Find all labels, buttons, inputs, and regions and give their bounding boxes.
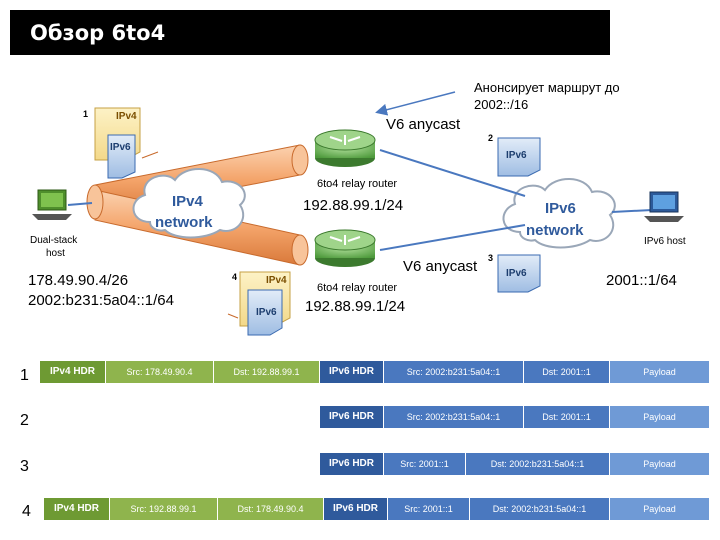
announce-line2: 2002::/16 — [474, 97, 529, 112]
dual-stack-label-2: host — [46, 248, 65, 259]
ipv6-cloud — [502, 178, 616, 249]
row-1-ipv6-hdr: IPv6 HDR — [320, 361, 384, 383]
row-2-ipv6-hdr: IPv6 HDR — [320, 406, 384, 428]
router-top-icon — [314, 129, 376, 167]
packet-3-inner: IPv6 — [506, 268, 527, 279]
router-bottom-anycast: V6 anycast — [403, 258, 478, 275]
row-4-ipv6-dst: Dst: 2002:b231:5a04::1 — [470, 498, 610, 520]
row-3-payload: Payload — [610, 453, 710, 475]
link-dual-stack — [67, 202, 93, 206]
link-bottom-router — [379, 224, 526, 251]
packet-4-icon — [227, 271, 291, 336]
row-1-payload: Payload — [610, 361, 710, 383]
dual-stack-ipv6: 2002:b231:5a04::1/64 — [28, 292, 174, 309]
link-ipv6-host — [611, 209, 653, 213]
packet-4-outer: IPv4 — [266, 275, 287, 286]
ipv6-host-address: 2001::1/64 — [606, 272, 677, 289]
packet-1-icon — [94, 107, 159, 179]
packet-4-inner: IPv6 — [256, 307, 277, 318]
row-3-ipv6-hdr: IPv6 HDR — [320, 453, 384, 475]
row-1-ipv6-src: Src: 2002:b231:5a04::1 — [384, 361, 524, 383]
row-4-number: 4 — [22, 503, 31, 520]
announce-arrow — [375, 91, 456, 116]
row-2-ipv6-dst: Dst: 2001::1 — [524, 406, 610, 428]
row-4-ipv6-hdr: IPv6 HDR — [324, 498, 388, 520]
ipv4-cloud — [132, 168, 246, 239]
router-top-address: 192.88.99.1/24 — [303, 197, 404, 214]
ipv6-cloud-line1: IPv6 — [545, 200, 576, 217]
row-1-ipv4-src: Src: 178.49.90.4 — [106, 361, 214, 383]
packet-4-number: 4 — [232, 272, 238, 282]
row-2-payload: Payload — [610, 406, 710, 428]
row-3-ipv6-dst: Dst: 2002:b231:5a04::1 — [466, 453, 610, 475]
packet-1-outer: IPv4 — [116, 111, 137, 122]
packet-2-inner: IPv6 — [506, 150, 527, 161]
row-4-ipv6-src: Src: 2001::1 — [388, 498, 470, 520]
tunnel-end — [86, 184, 104, 220]
row-3-ipv6-src: Src: 2001::1 — [384, 453, 466, 475]
row-4-ipv4-src: Src: 192.88.99.1 — [110, 498, 218, 520]
router-top-anycast: V6 anycast — [386, 116, 461, 133]
page-title: Обзор 6to4 — [30, 21, 166, 45]
packet-2-icon — [497, 137, 541, 177]
announce-line1: Анонсирует маршрут до — [474, 80, 620, 95]
packet-1-number: 1 — [83, 109, 89, 119]
packet-3-number: 3 — [488, 253, 494, 263]
router-top-label: 6to4 relay router — [317, 178, 398, 190]
row-2-ipv6-src: Src: 2002:b231:5a04::1 — [384, 406, 524, 428]
row-1-ipv6-dst: Dst: 2001::1 — [524, 361, 610, 383]
title-bar: Обзор 6to4 — [10, 10, 610, 55]
row-3-number: 3 — [20, 458, 29, 475]
packet-2-number: 2 — [488, 133, 494, 143]
row-1-ipv4-dst: Dst: 192.88.99.1 — [214, 361, 320, 383]
ipv6-host-icon — [644, 191, 684, 222]
router-bottom-address: 192.88.99.1/24 — [305, 298, 406, 315]
ipv6-cloud-line2: network — [526, 222, 584, 239]
ipv4-cloud-line1: IPv4 — [172, 193, 203, 210]
ipv4-cloud-line2: network — [155, 214, 213, 231]
row-4-ipv4-dst: Dst: 178.49.90.4 — [218, 498, 324, 520]
router-bottom-icon — [314, 229, 376, 267]
ipv6-host-label: IPv6 host — [644, 236, 686, 247]
router-bottom-label: 6to4 relay router — [317, 282, 398, 294]
packet-3-icon — [497, 254, 541, 293]
row-4-ipv4-hdr: IPv4 HDR — [44, 498, 110, 520]
dual-stack-host-icon — [32, 189, 72, 220]
link-top-router — [379, 149, 526, 197]
row-1-ipv4-hdr: IPv4 HDR — [40, 361, 106, 383]
row-1-number: 1 — [20, 367, 29, 384]
row-2-number: 2 — [20, 412, 29, 429]
dual-stack-label-1: Dual-stack — [30, 235, 78, 246]
row-4-payload: Payload — [610, 498, 710, 520]
dual-stack-ipv4: 178.49.90.4/26 — [28, 272, 129, 289]
packet-1-inner: IPv6 — [110, 142, 131, 153]
